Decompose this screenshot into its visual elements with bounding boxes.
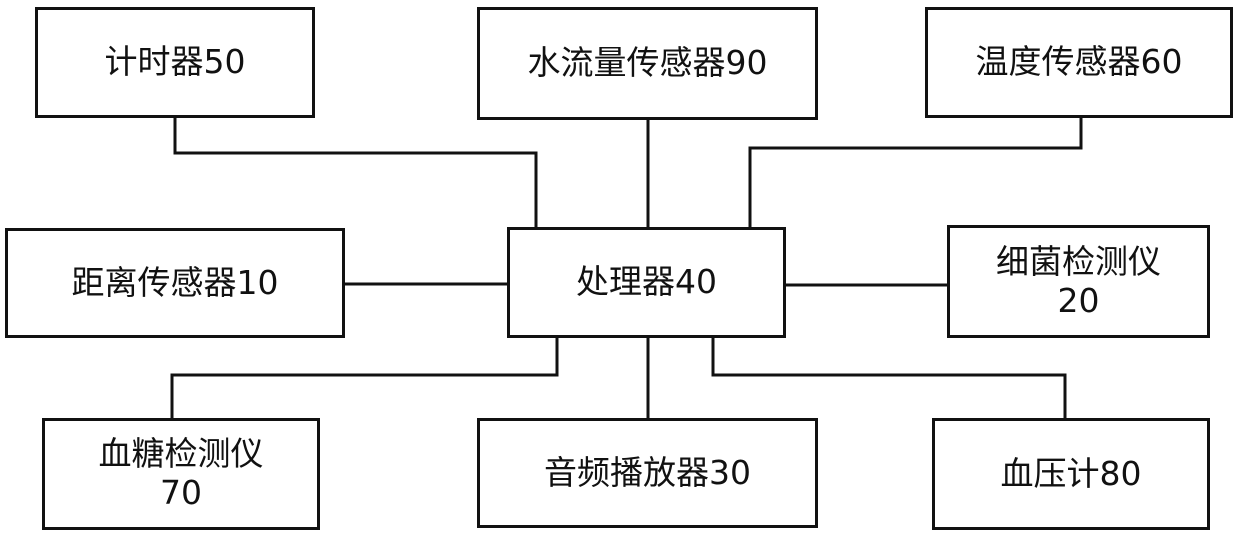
node-box-water-flow-sensor[interactable]: [477, 7, 818, 120]
node-box-bacteria-detector[interactable]: [947, 225, 1210, 338]
node-box-temperature-sensor[interactable]: [925, 7, 1233, 118]
connector-processor-to-blood-glucose-meter: [170, 338, 559, 418]
node-box-blood-glucose-meter[interactable]: [42, 418, 320, 530]
node-box-audio-player[interactable]: [477, 418, 818, 528]
connector-layer: [170, 118, 1083, 418]
box-layer: [5, 7, 1233, 530]
node-box-processor[interactable]: [507, 227, 786, 338]
connector-timer-to-processor: [173, 118, 538, 227]
connector-temperature-sensor-to-processor: [748, 118, 1083, 227]
node-box-blood-pressure-monitor[interactable]: [932, 418, 1210, 530]
node-box-distance-sensor[interactable]: [5, 228, 345, 338]
connector-processor-to-blood-pressure-monitor: [711, 338, 1067, 418]
node-box-timer[interactable]: [35, 7, 315, 118]
